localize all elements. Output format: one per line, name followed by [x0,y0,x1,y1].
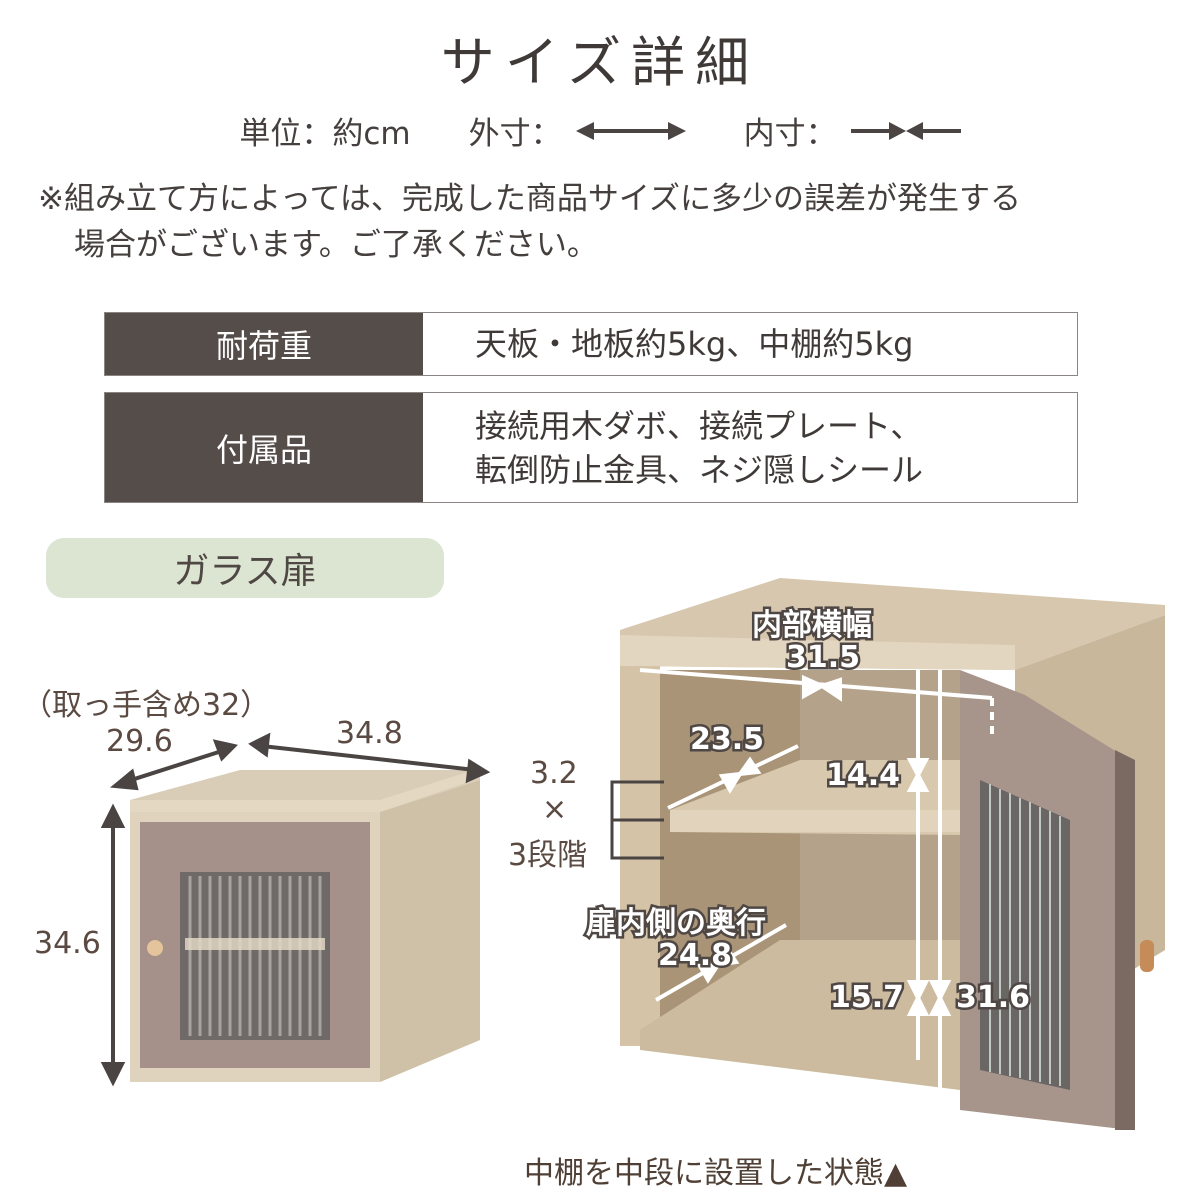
height-dimension: 34.6 [34,926,101,961]
shelf-pitch-times: × [542,792,568,827]
upper-height-value: 14.4 [823,756,902,796]
door-knob-icon [147,940,163,956]
shelf-pitch-steps: 3段階 [508,838,588,873]
disclaimer-note: ※組み立て方によっては、完成した商品サイズに多少の誤差が発生する 場合がございま… [38,176,1178,268]
spec-key: 耐荷重 [105,313,423,375]
shelf-pitch-value: 3.2 [530,756,578,791]
unit-legend: 単位：約cm 外寸： 内寸： [0,108,1200,153]
spec-row-load: 耐荷重 天板・地板約5kg、中棚約5kg [104,312,1078,376]
note-line-1: ※組み立て方によっては、完成した商品サイズに多少の誤差が発生する [38,181,1021,217]
arrows-inward-icon [850,121,961,140]
variant-badge: ガラス扉 [46,538,444,598]
lower-height-value: 15.7 [827,978,906,1018]
interior-cabinet-illustration [610,578,1165,1130]
spec-row-accessories: 付属品 接続用木ダボ、接続プレート、 転倒防止金具、ネジ隠しシール [104,392,1078,503]
spec-key: 付属品 [105,393,423,502]
illustration-caption: 中棚を中段に設置した状態▲ [524,1156,908,1191]
spec-value-line: 接続用木ダボ、接続プレート、 [475,406,923,445]
door-depth-value: 24.8 [655,936,734,976]
outer-dimension-label: 外寸： [468,116,562,152]
width-dimension: 34.8 [336,716,403,751]
total-height-value: 31.6 [953,978,1032,1018]
unit-label: 単位：約cm [239,116,411,152]
inner-dimension-label: 内寸： [743,116,837,152]
exterior-cabinet-illustration [100,732,491,1087]
note-line-2: 場合がございます。ご了承ください。 [74,227,598,263]
spec-value-line: 転倒防止金具、ネジ隠しシール [475,450,924,489]
depth-dimension: 29.6 [106,724,173,759]
inner-width-title: 内部横幅 [750,606,875,646]
handle-note-label: （取っ手含め32） [22,688,271,723]
door-knob-icon [1140,940,1154,972]
double-arrow-outward-icon [575,121,686,140]
shelf-depth-value: 23.5 [687,720,766,760]
inner-width-value: 31.5 [783,638,862,678]
door-depth-title: 扉内側の奥行 [584,904,769,944]
spec-value: 天板・地板約5kg、中棚約5kg [475,325,914,363]
page-title: サイズ詳細 [440,31,760,94]
